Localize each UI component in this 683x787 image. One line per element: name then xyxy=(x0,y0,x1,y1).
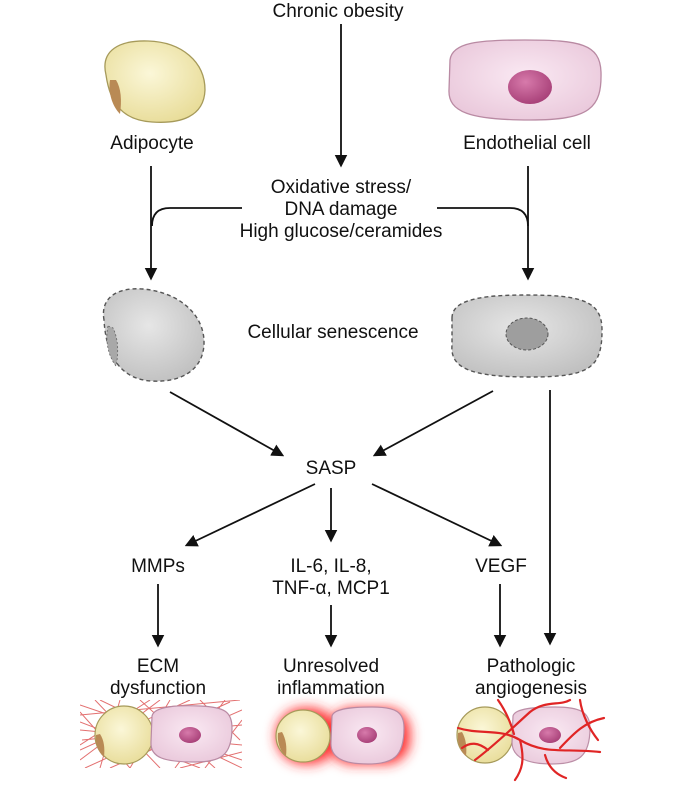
arrow-sasp-mmps xyxy=(184,483,316,547)
stress-branch-left xyxy=(151,207,242,227)
mmps-label: MMPs xyxy=(131,556,185,577)
pathologic-angiogenesis-label: Pathologic angiogenesis xyxy=(421,656,641,700)
stressor-line-1: Oxidative stress/ xyxy=(270,177,412,198)
cellular-senescence-label: Cellular senescence xyxy=(247,322,419,343)
endothelial-cell-label: Endothelial cell xyxy=(463,133,591,154)
cytokines-line-1: IL-6, IL-8, xyxy=(290,556,372,577)
endothelial-nucleus xyxy=(508,70,552,104)
arrow-sen-adipocyte-sasp xyxy=(169,391,285,457)
senescent-endothelial-illustration xyxy=(451,294,603,378)
ecm-line-1: ECM xyxy=(136,656,180,677)
angio-line-2: angiogenesis xyxy=(475,678,587,699)
senescent-nucleus xyxy=(505,317,549,351)
angio-line-1: Pathologic xyxy=(486,656,576,677)
flow-arrows xyxy=(144,24,557,648)
sasp-label: SASP xyxy=(305,458,357,479)
stressors-label: Oxidative stress/ DNA damage High glucos… xyxy=(231,177,451,243)
ecm-dysfunction-illustration xyxy=(80,700,242,768)
ecm-line-2: dysfunction xyxy=(109,678,207,699)
stress-branch-right xyxy=(437,207,529,227)
ecm-dysfunction-label: ECM dysfunction xyxy=(48,656,268,700)
cytokines-label: IL-6, IL-8, TNF-α, MCP1 xyxy=(221,556,441,600)
cytokines-line-2: TNF-α, MCP1 xyxy=(272,578,390,599)
vegf-label: VEGF xyxy=(475,556,527,577)
arrow-sen-endo-sasp xyxy=(372,390,494,457)
stressor-line-2: DNA damage xyxy=(284,199,398,220)
endothelial-cell-illustration xyxy=(448,39,602,121)
stressor-line-3: High glucose/ceramides xyxy=(239,221,443,242)
adipocyte-nucleus xyxy=(109,80,121,114)
arrow-sasp-vegf xyxy=(371,483,503,547)
adipocyte-label: Adipocyte xyxy=(110,133,194,154)
chronic-obesity-label: Chronic obesity xyxy=(272,1,404,22)
inflam-line-2: inflammation xyxy=(277,678,385,699)
inflammation-illustration xyxy=(275,706,410,765)
inflam-line-1: Unresolved xyxy=(282,656,380,677)
angiogenesis-illustration xyxy=(456,698,606,782)
senescent-adipocyte-illustration xyxy=(102,288,205,382)
unresolved-inflammation-label: Unresolved inflammation xyxy=(221,656,441,700)
adipocyte-illustration xyxy=(104,40,206,123)
